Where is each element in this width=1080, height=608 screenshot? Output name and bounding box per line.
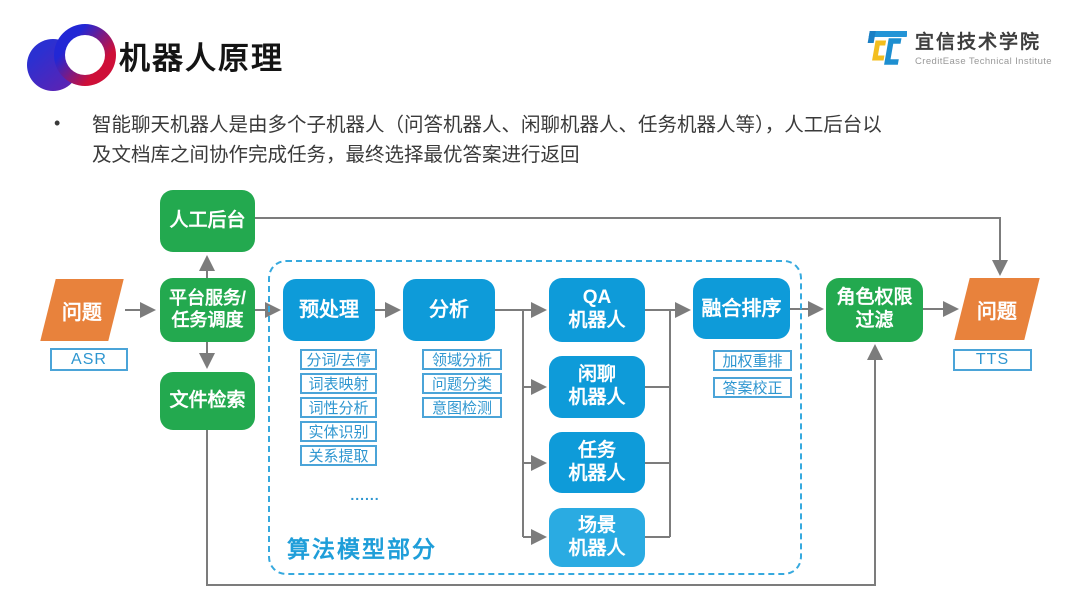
algorithm-model-container <box>268 260 802 575</box>
preprocess-item: 分词/去停 <box>300 349 377 370</box>
fusion-item: 答案校正 <box>713 377 792 398</box>
preprocess-more-dots: ...... <box>350 487 380 503</box>
analysis-box: 分析 <box>403 279 495 341</box>
analysis-item: 领域分析 <box>422 349 502 370</box>
manual-backend-box: 人工后台 <box>160 190 255 252</box>
bullet-line-2: 及文档库之间协作完成任务，最终选择最优答案进行返回 <box>92 144 580 166</box>
analysis-item: 意图检测 <box>422 397 502 418</box>
qa-robot-box: QA 机器人 <box>549 278 645 342</box>
org-name-cn: 宜信技术学院 <box>915 32 1042 53</box>
tts-tag: TTS <box>953 349 1032 371</box>
platform-service-box: 平台服务/ 任务调度 <box>160 278 255 342</box>
asr-tag: ASR <box>50 348 128 371</box>
file-search-box: 文件检索 <box>160 372 255 430</box>
algorithm-model-label: 算法模型部分 <box>287 536 437 562</box>
page-title: 机器人原理 <box>119 41 284 76</box>
preprocess-item: 实体识别 <box>300 421 377 442</box>
creditease-tc-logo-icon <box>867 31 908 65</box>
chitchat-robot-box: 闲聊 机器人 <box>549 356 645 418</box>
analysis-item: 问题分类 <box>422 373 502 394</box>
preprocess-box: 预处理 <box>283 279 375 341</box>
preprocess-item: 词表映射 <box>300 373 377 394</box>
preprocess-item: 关系提取 <box>300 445 377 466</box>
org-name-en: CreditEase Technical Institute <box>915 56 1052 67</box>
bullet-marker: • <box>54 113 61 133</box>
preprocess-item: 词性分析 <box>300 397 377 418</box>
input-question-parallelogram: 问题 <box>40 279 124 341</box>
role-filter-box: 角色权限 过滤 <box>826 278 923 342</box>
task-robot-box: 任务 机器人 <box>549 432 645 493</box>
output-question-parallelogram: 问题 <box>954 278 1040 340</box>
org-logo-text: 宜信技术学院 CreditEase Technical Institute <box>915 27 1052 67</box>
fusion-rank-box: 融合排序 <box>693 278 790 339</box>
scene-robot-box: 场景 机器人 <box>549 508 645 567</box>
bullet-paragraph: 智能聊天机器人是由多个子机器人（问答机器人、闲聊机器人、任务机器人等），人工后台… <box>92 110 1052 170</box>
org-logo: 宜信技术学院 CreditEase Technical Institute <box>861 24 1052 70</box>
deck-logo-ring-icon <box>54 24 116 86</box>
bullet-line-1: 智能聊天机器人是由多个子机器人（问答机器人、闲聊机器人、任务机器人等），人工后台… <box>92 114 882 136</box>
fusion-item: 加权重排 <box>713 350 792 371</box>
